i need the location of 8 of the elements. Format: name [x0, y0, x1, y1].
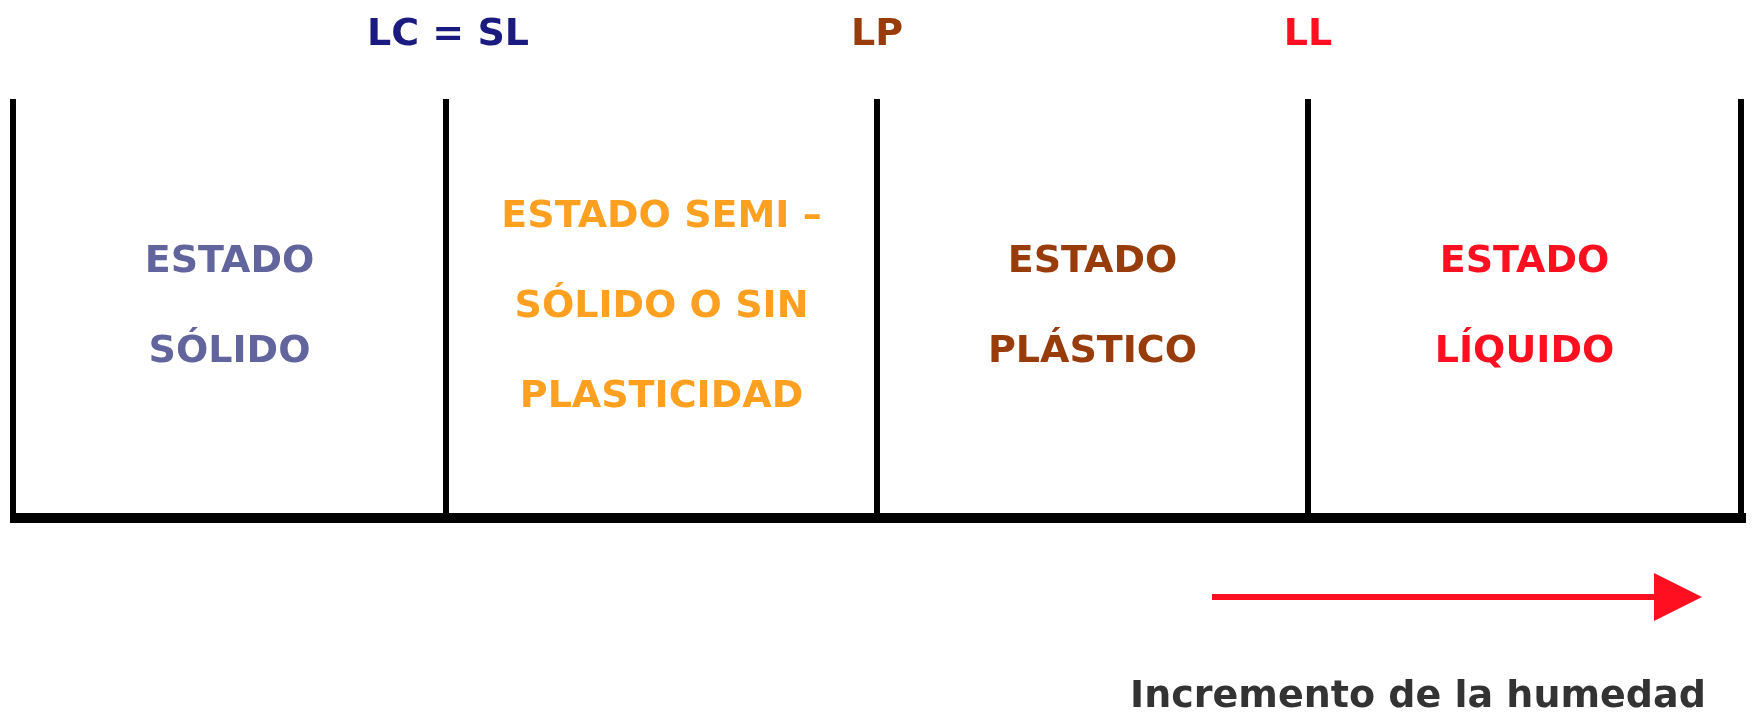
limit-label: LC = SL	[367, 10, 529, 54]
axis-caption: Incremento de la humedad	[1130, 672, 1706, 716]
limit-label: LP	[850, 10, 904, 54]
state-label: ESTADO SEMI – SÓLIDO O SIN PLASTICIDAD	[500, 191, 823, 418]
state-label: ESTADO PLÁSTICO	[986, 236, 1199, 373]
limit-label: LL	[1283, 10, 1333, 54]
state-label: ESTADO LÍQUIDO	[1433, 236, 1616, 373]
state-label: ESTADO SÓLIDO	[143, 236, 316, 373]
